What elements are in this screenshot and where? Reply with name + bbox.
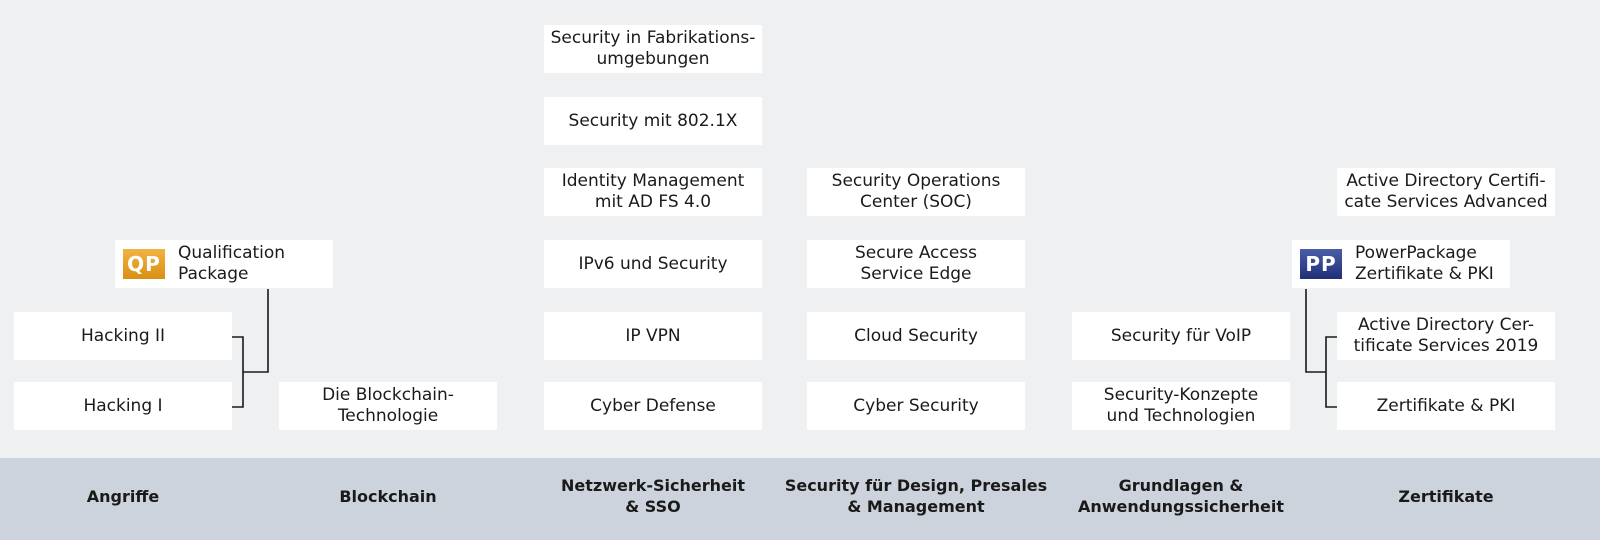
category-blockchain[interactable]: Blockchain [339, 486, 437, 506]
connector-zertifikate-branch [1325, 336, 1337, 408]
package-label: PowerPackage Zertifikate & PKI [1355, 243, 1494, 284]
pp-badge-icon: PP [1300, 249, 1342, 279]
course-card-cyber-defense[interactable]: Cyber Defense [544, 382, 762, 430]
course-card-cloud-security[interactable]: Cloud Security [807, 312, 1025, 360]
category-netzwerk-sicherheit[interactable]: Netzwerk-Sicherheit & SSO [560, 476, 745, 516]
category-bar [0, 458, 1600, 540]
course-card-8021x[interactable]: Security mit 802.1X [544, 97, 762, 145]
qp-badge-icon: QP [123, 249, 165, 279]
category-security-design[interactable]: Security für Design, Presales & Manageme… [784, 476, 1048, 516]
category-grundlagen[interactable]: Grundlagen & Anwendungssicherheit [1077, 476, 1284, 516]
course-card-adfs[interactable]: Identity Management mit AD FS 4.0 [544, 168, 762, 216]
course-card-hacking-ii[interactable]: Hacking II [14, 312, 232, 360]
course-card-ipv6[interactable]: IPv6 und Security [544, 240, 762, 288]
course-card-security-konzepte[interactable]: Security-Konzepte und Technologien [1072, 382, 1290, 430]
category-angriffe[interactable]: Angriffe [86, 486, 160, 506]
category-zertifikate[interactable]: Zertifikate [1398, 486, 1494, 506]
connector-hacking-ii [232, 336, 244, 408]
course-card-blockchain[interactable]: Die Blockchain- Technologie [279, 382, 497, 430]
course-card-soc[interactable]: Security Operations Center (SOC) [807, 168, 1025, 216]
course-card-adcs-2019[interactable]: Active Directory Cer- tificate Services … [1337, 312, 1555, 360]
course-card-cyber-security[interactable]: Cyber Security [807, 382, 1025, 430]
qualification-package-card[interactable]: QP Qualification Package [115, 240, 333, 288]
course-card-ip-vpn[interactable]: IP VPN [544, 312, 762, 360]
course-card-sase[interactable]: Secure Access Service Edge [807, 240, 1025, 288]
course-card-hacking-i[interactable]: Hacking I [14, 382, 232, 430]
connector-pp-trunk [1305, 289, 1326, 373]
course-card-adcs-advanced[interactable]: Active Directory Certifi- cate Services … [1337, 168, 1555, 216]
connector-angriffe-trunk [243, 289, 269, 373]
course-card-fabrikation[interactable]: Security in Fabrikations- umgebungen [544, 25, 762, 73]
course-card-voip[interactable]: Security für VoIP [1072, 312, 1290, 360]
course-card-zertifikate-pki[interactable]: Zertifikate & PKI [1337, 382, 1555, 430]
powerpackage-card[interactable]: PP PowerPackage Zertifikate & PKI [1292, 240, 1510, 288]
package-label: Qualification Package [178, 243, 286, 284]
